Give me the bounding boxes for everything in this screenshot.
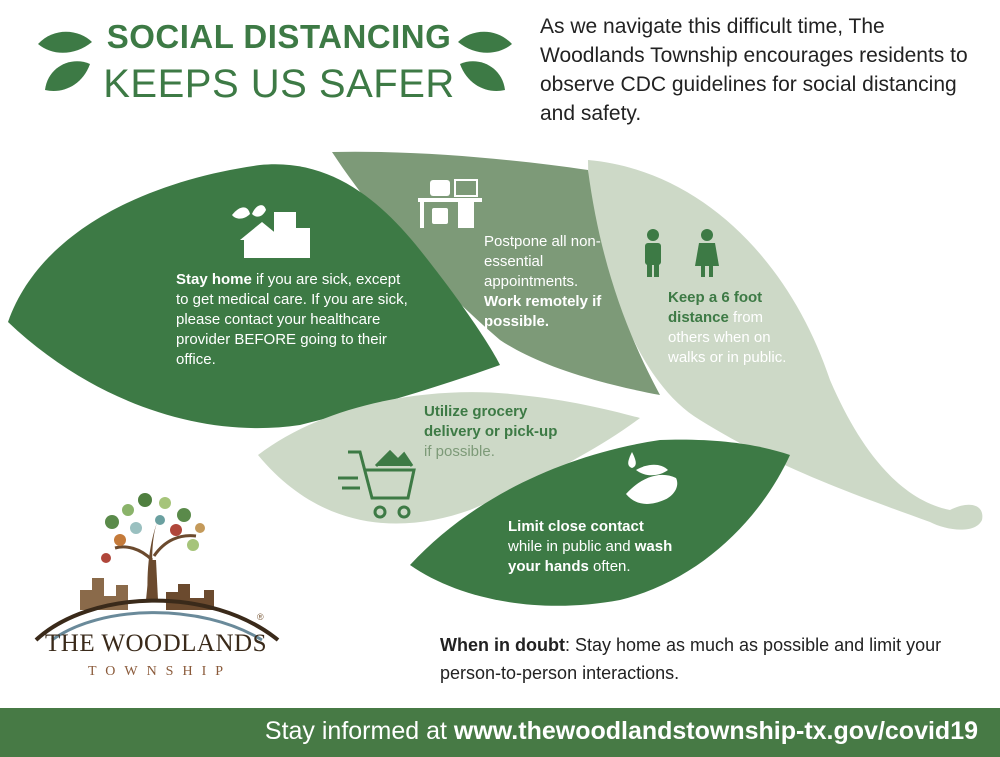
tip-contact-rest2: often. <box>588 558 631 575</box>
page-title-line1: SOCIAL DISTANCING <box>106 18 452 55</box>
footer-prefix: Stay informed at <box>264 717 454 745</box>
cart-icon <box>338 449 416 519</box>
tip-postpone: Postpone all non-essential appointments.… <box>484 232 614 332</box>
leaf-section-postpone <box>332 151 660 395</box>
desk-icon <box>418 179 482 228</box>
registered-mark: ® <box>257 612 264 622</box>
tip-stay-home-bold: Stay home <box>176 271 252 288</box>
logo-name: THE WOODLANDS <box>45 630 267 657</box>
tip-contact-bold1: Limit close contact <box>508 518 644 535</box>
tip-stay-home-rest: if you are sick, except to get medical c… <box>176 271 408 368</box>
tip-stay-home: Stay home if you are sick, except to get… <box>176 270 411 370</box>
people-icon <box>645 229 719 277</box>
house-icon <box>232 205 310 258</box>
tip-contact-bold2: wash your hands <box>508 538 673 575</box>
leaf-section-distance <box>588 160 983 530</box>
leaf-icon <box>458 31 512 91</box>
tip-grocery-bold: Utilize grocery delivery or pick-up <box>424 403 558 440</box>
hand-wash-icon <box>626 452 678 504</box>
tip-contact-rest1: while in public and <box>508 538 635 555</box>
footer-text: Stay informed at www.thewoodlandstownshi… <box>265 717 978 746</box>
intro-text: As we navigate this difficult time, The … <box>540 15 968 125</box>
tip-distance: Keep a 6 foot distance from others when … <box>668 288 788 368</box>
page-title-line2: KEEPS US SAFER <box>103 62 455 106</box>
leaf-section-contact <box>410 439 790 606</box>
tip-grocery: Utilize grocery delivery or pick-up if p… <box>424 402 564 462</box>
tip-postpone-bold1: Postpone <box>484 233 548 250</box>
logo-subtitle: TOWNSHIP <box>87 664 233 679</box>
when-in-doubt-rest: : Stay home as much as possible and limi… <box>440 635 942 683</box>
leaf-section-grocery <box>258 392 640 524</box>
leaf-section-stay-home <box>8 164 500 429</box>
tip-distance-bold: Keep a 6 foot distance <box>668 289 763 326</box>
when-in-doubt-text: When in doubt: Stay home as much as poss… <box>440 631 990 687</box>
tip-contact: Limit close contact while in public and … <box>508 517 678 577</box>
tip-postpone-bold2: Work remotely if possible. <box>484 293 602 330</box>
leaf-icon <box>38 31 92 91</box>
when-in-doubt-bold: When in doubt <box>440 635 565 655</box>
tip-postpone-rest1: all non-essential appointments. <box>484 233 601 290</box>
footer-bar: Stay informed at www.thewoodlandstownshi… <box>0 708 1000 757</box>
tip-distance-rest: from others when on walks or in public. <box>668 309 787 366</box>
footer-url-link[interactable]: www.thewoodlandstownship-tx.gov/covid19 <box>453 717 978 745</box>
tree-logo-icon <box>34 493 280 642</box>
tip-grocery-rest: if possible. <box>424 443 495 460</box>
